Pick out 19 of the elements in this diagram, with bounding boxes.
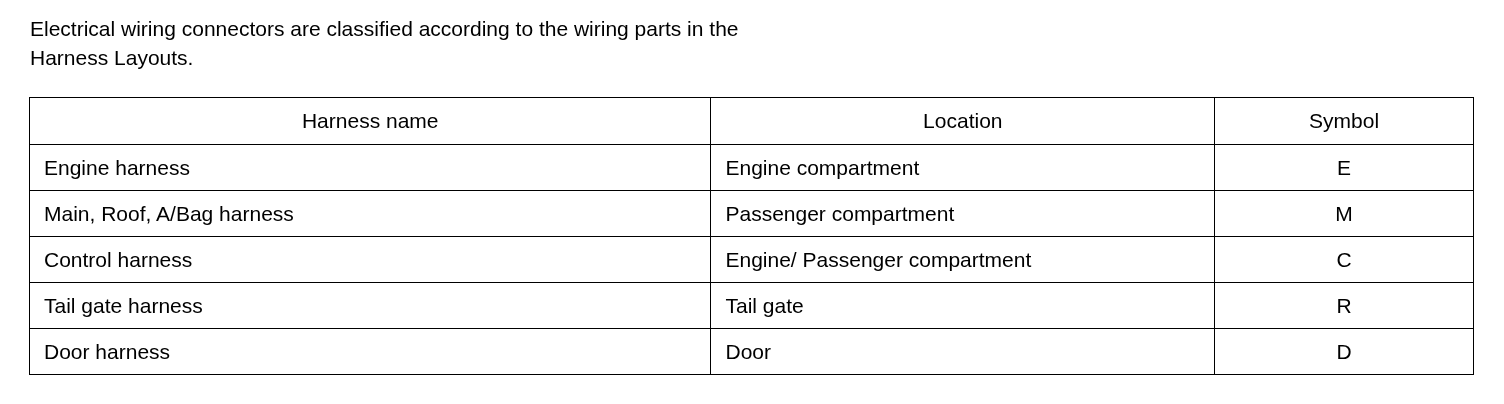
symbol-text: D [1336, 339, 1352, 363]
location-text: Tail gate [725, 293, 804, 317]
location-text: Door [725, 339, 771, 363]
location-text: Engine/ Passenger compartment [725, 247, 1032, 271]
symbol-text: R [1336, 293, 1352, 317]
location-text: Engine compartment [725, 155, 920, 179]
harness-name-text: Control harness [44, 247, 193, 271]
location-text: Passenger compartment [725, 201, 955, 225]
harness-name-text: Engine harness [44, 155, 190, 179]
harness-name-text: Tail gate harness [44, 293, 203, 317]
symbol-text: E [1337, 155, 1352, 179]
symbol-text: C [1336, 247, 1352, 271]
column-header: Location [923, 109, 1003, 132]
harness-name-text: Door harness [44, 339, 171, 363]
intro-note: Electrical wiring connectors are classified according to the wiring parts in the Harness Layouts. [30, 16, 740, 71]
harness-name-text: Main, Roof, A/Bag harness [44, 201, 294, 225]
column-header: Harness name [301, 109, 439, 132]
symbol-text: M [1335, 201, 1353, 225]
column-header: Symbol [1309, 109, 1380, 132]
